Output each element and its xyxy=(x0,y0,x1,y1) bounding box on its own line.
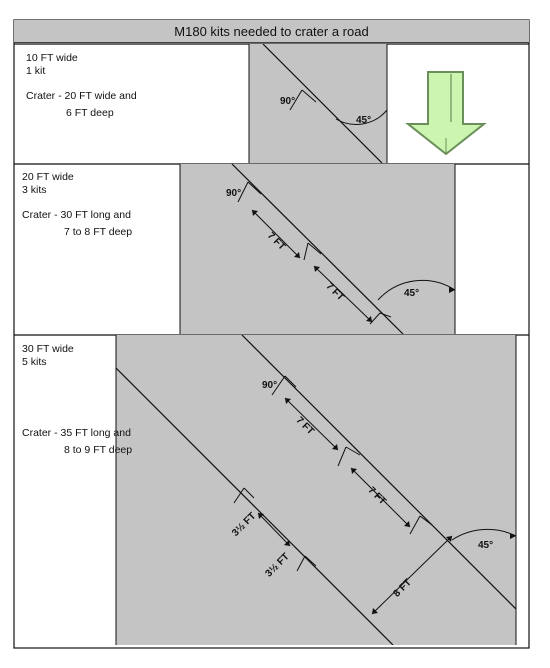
section-2-labels: 20 FT wide 3 kits Crater - 30 FT long an… xyxy=(22,171,132,239)
crater-label-line1: Crater - 20 FT wide and xyxy=(26,90,137,102)
diagram-title: M180 kits needed to crater a road xyxy=(14,20,529,43)
section-2: 90° 7 FT 7 FT 45° xyxy=(14,163,529,334)
section-1-labels: 10 FT wide 1 kit Crater - 20 FT wide and… xyxy=(26,52,137,120)
crater-label-line2: 8 to 9 FT deep xyxy=(64,444,133,456)
crater-label-line1: Crater - 30 FT long and xyxy=(22,209,131,221)
kits-label: 1 kit xyxy=(26,65,46,77)
angle-90-label: 90° xyxy=(226,188,241,199)
charge-line-2 xyxy=(231,164,404,334)
section-1: 90° 45° xyxy=(14,43,529,163)
width-label: 10 FT wide xyxy=(26,52,78,64)
charge-line-1 xyxy=(262,44,383,163)
angle-45-label: 45° xyxy=(404,288,419,299)
width-label: 20 FT wide xyxy=(22,171,74,183)
crater-label-line2: 7 to 8 FT deep xyxy=(64,226,133,238)
kits-label: 3 kits xyxy=(22,184,47,196)
road-section-3 xyxy=(116,335,516,645)
down-arrow-icon xyxy=(405,71,487,156)
section-3: 90° 7 FT 7 FT 3½ FT 3½ FT 8 FT xyxy=(14,334,529,645)
kits-label: 5 kits xyxy=(22,356,47,368)
crater-label-line1: Crater - 35 FT long and xyxy=(22,427,131,439)
charge-line-3b xyxy=(116,367,394,645)
crater-label-line2: 6 FT deep xyxy=(66,107,114,119)
angle-45-label: 45° xyxy=(356,115,371,126)
road-section-1 xyxy=(249,44,387,163)
angle-45-label: 45° xyxy=(478,540,493,551)
width-label: 30 FT wide xyxy=(22,343,74,355)
charge-line-3a xyxy=(241,335,516,610)
section-3-labels: 30 FT wide 5 kits Crater - 35 FT long an… xyxy=(22,343,132,457)
angle-90-label: 90° xyxy=(280,96,295,107)
angle-90-label: 90° xyxy=(262,380,277,391)
